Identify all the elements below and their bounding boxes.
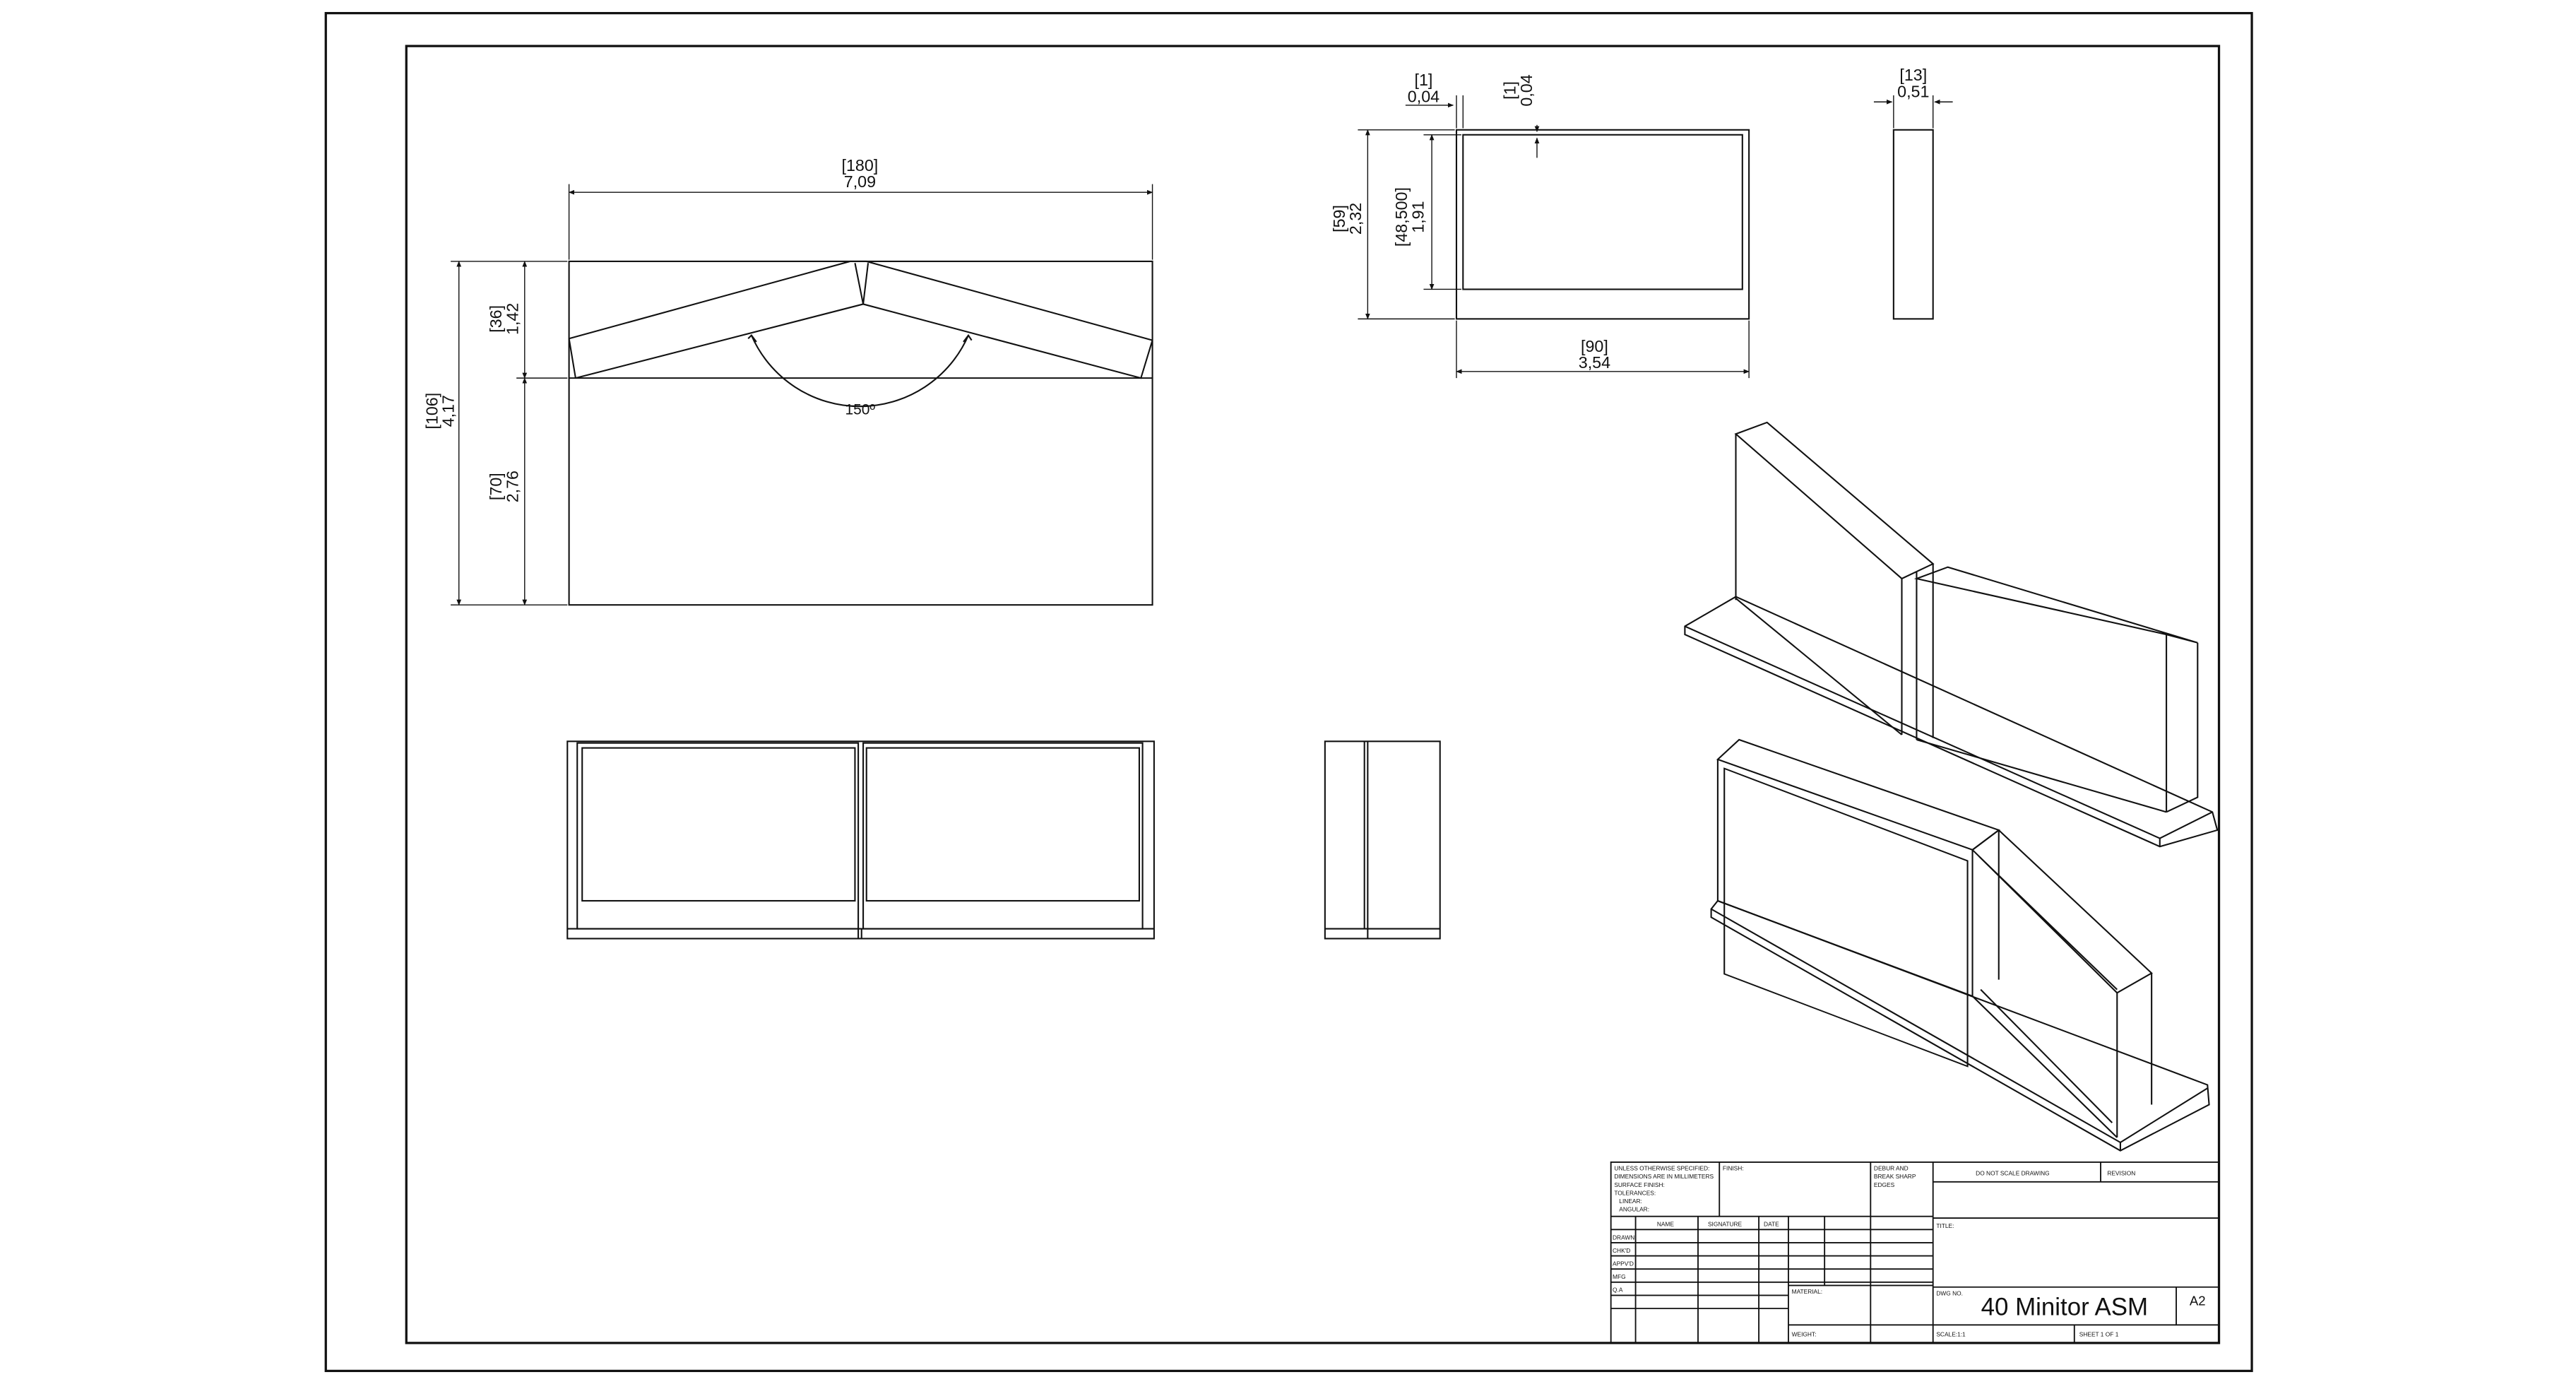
side-view — [1892, 129, 1934, 320]
front-view — [568, 260, 1153, 606]
finish-label: FINISH: — [1723, 1165, 1744, 1172]
top-view — [566, 740, 1155, 940]
angle-label: 150º — [845, 401, 875, 418]
note-line-6: ANGULAR: — [1619, 1206, 1649, 1213]
side-view-2 — [1324, 740, 1441, 940]
note-line-5: LINEAR: — [1619, 1198, 1642, 1205]
side-thickness-mm: [13] — [1899, 66, 1927, 84]
monitor-screen-h-mm: [48,500] — [1392, 187, 1411, 247]
front-upper-h-in: 1,42 — [503, 303, 521, 335]
monitor-bezel-mm: [1] — [1415, 71, 1433, 89]
col-date: DATE — [1764, 1221, 1779, 1228]
front-lower-h-in: 2,76 — [503, 471, 521, 502]
note-line-2: DIMENSIONS ARE IN MILLIMETERS — [1614, 1173, 1714, 1180]
side-thickness-in: 0,51 — [1897, 82, 1929, 100]
revision-label: REVISION — [2107, 1170, 2135, 1177]
row-mfg: MFG — [1613, 1273, 1626, 1280]
front-width-mm: [180] — [842, 156, 879, 175]
deburr-1: DEBUR AND — [1874, 1165, 1909, 1172]
row-qa: Q.A — [1613, 1287, 1623, 1294]
row-chkd: CHK'D — [1613, 1247, 1630, 1254]
do-not-scale: DO NOT SCALE DRAWING — [1976, 1170, 2050, 1177]
side-dimension — [1873, 95, 1953, 129]
monitor-inner-bezel-mm: [1] — [1501, 81, 1519, 100]
monitor-screen-h-in: 1,91 — [1408, 201, 1427, 232]
front-width-in: 7,09 — [844, 172, 876, 191]
sheet-size: A2 — [2190, 1293, 2206, 1308]
title-block-text: UNLESS OTHERWISE SPECIFIED: DIMENSIONS A… — [1613, 1165, 2135, 1338]
title-block — [1610, 1161, 2220, 1344]
front-width-dimension — [568, 184, 1153, 260]
col-signature: SIGNATURE — [1708, 1221, 1743, 1228]
monitor-view — [1455, 129, 1750, 320]
row-appvd: APPV'D — [1613, 1260, 1634, 1267]
deburr-3: EDGES — [1874, 1181, 1895, 1188]
scale-label: SCALE:1:1 — [1936, 1331, 1966, 1338]
col-name: NAME — [1657, 1221, 1675, 1228]
title-label: TITLE: — [1936, 1222, 1954, 1229]
material-label: MATERIAL: — [1792, 1288, 1823, 1295]
inner-border — [405, 45, 2221, 1344]
front-upper-h-mm: [36] — [487, 305, 505, 333]
monitor-dimensions — [1358, 95, 1750, 379]
isometric-view-front — [1710, 738, 2210, 1152]
front-lower-h-mm: [70] — [487, 473, 505, 500]
note-line-1: UNLESS OTHERWISE SPECIFIED: — [1614, 1165, 1709, 1172]
note-line-3: SURFACE FINISH: — [1614, 1181, 1665, 1188]
sheet-label: SHEET 1 OF 1 — [2079, 1331, 2119, 1338]
deburr-2: BREAK SHARP — [1874, 1173, 1916, 1180]
monitor-width-mm: [90] — [1581, 337, 1608, 355]
monitor-height-mm: [59] — [1330, 205, 1348, 232]
front-height-dimensions — [451, 261, 568, 606]
outer-border — [324, 11, 2253, 1373]
monitor-bezel-in: 0,04 — [1408, 87, 1440, 105]
isometric-view-back — [1684, 421, 2219, 848]
drawing-title: 40 Minitor ASM — [1981, 1293, 2148, 1320]
monitor-height-in: 2,32 — [1346, 203, 1365, 235]
monitor-inner-bezel-in: 0,04 — [1517, 74, 1536, 106]
dwg-label: DWG NO. — [1936, 1289, 1963, 1296]
row-drawn: DRAWN — [1613, 1234, 1634, 1241]
weight-label: WEIGHT: — [1792, 1331, 1817, 1338]
front-total-h-mm: [106] — [422, 393, 441, 430]
front-total-h-in: 4,17 — [439, 395, 458, 427]
note-line-4: TOLERANCES: — [1614, 1189, 1656, 1196]
monitor-width-in: 3,54 — [1579, 353, 1610, 372]
